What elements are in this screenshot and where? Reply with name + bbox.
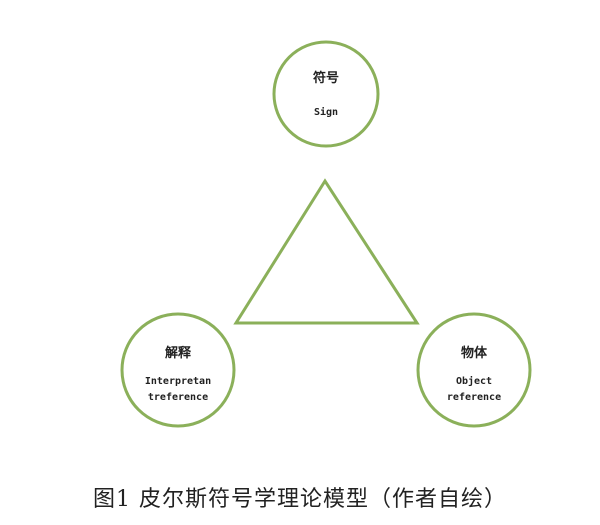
central-triangle bbox=[233, 178, 420, 325]
node-sign-title: 符号 bbox=[313, 70, 339, 86]
node-sign-circle bbox=[272, 40, 380, 148]
node-object-label-line1: Object bbox=[456, 375, 492, 387]
figure-caption: 图1 皮尔斯符号学理论模型（作者自绘） bbox=[93, 487, 507, 512]
node-interpretant-circle bbox=[120, 312, 236, 428]
node-object-label-line2: reference bbox=[447, 392, 501, 403]
node-interpretant: 解释 Interpretan treference bbox=[120, 312, 236, 428]
node-object: 物体 Object reference bbox=[416, 312, 532, 428]
node-object-circle bbox=[416, 312, 532, 428]
node-interpretant-label-line1: Interpretan bbox=[145, 376, 211, 387]
node-sign-label: Sign bbox=[314, 106, 338, 118]
node-object-title: 物体 bbox=[461, 345, 488, 361]
node-sign: 符号 Sign bbox=[272, 40, 380, 148]
node-interpretant-label-line2: treference bbox=[148, 392, 208, 403]
node-interpretant-title: 解释 bbox=[164, 345, 192, 361]
